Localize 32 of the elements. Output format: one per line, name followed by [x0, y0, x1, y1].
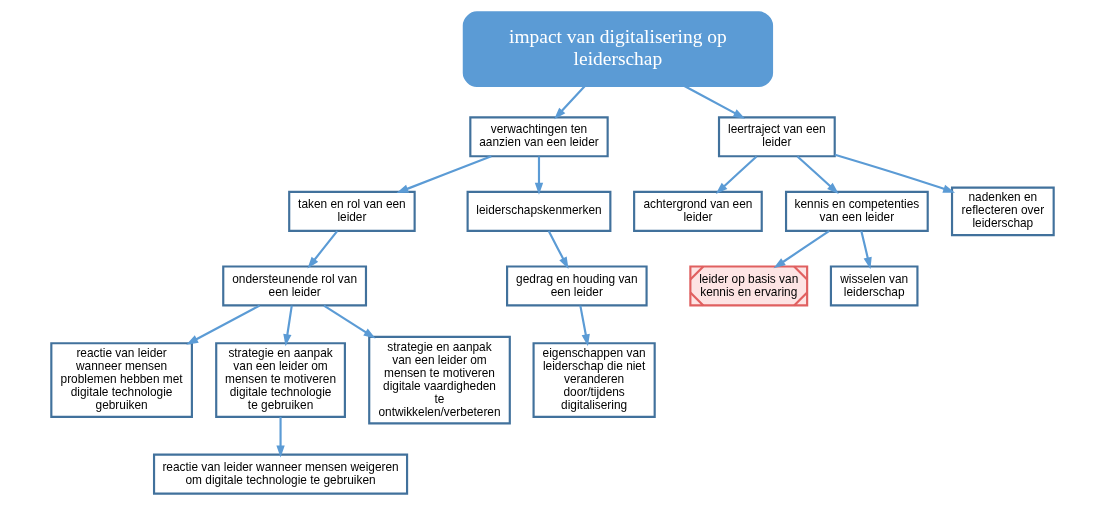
node-box: gedrag en houding van een leider [506, 265, 648, 307]
node-box: strategie en aanpak van een leider om mensen te motiveren digitale vaardigheden te ontwikkelen/verbeteren [368, 335, 511, 425]
node-box: impact van digitalisering op leiderschap [462, 11, 774, 87]
arrow [534, 156, 544, 195]
arrow [186, 304, 261, 345]
arrow [547, 230, 569, 269]
node-box: reactie van leider wanneer mensen weigeren om digitale technologie te gebruiken [152, 453, 409, 495]
arrow [860, 230, 872, 270]
arrow [715, 155, 758, 194]
node-box: achtergrond van een leider [633, 190, 763, 232]
node-box: verwachtingen ten aanzien van een leider [469, 116, 609, 158]
arrow [283, 305, 293, 347]
arrow [323, 304, 376, 339]
arrow [307, 230, 338, 269]
node-box: kennis en competenties van een leider [784, 190, 929, 232]
arrow [396, 155, 492, 194]
arrow [834, 153, 956, 193]
node-box: nadenken en reflecteren over leiderschap [950, 186, 1055, 237]
node-box: wisselen van leiderschap [829, 265, 919, 307]
node-box: strategie en aanpak van een leider om mensen te motiveren digitale technologie te gebruiken [215, 342, 346, 418]
node-box: leertraject van een leider [717, 116, 836, 158]
arrow [683, 85, 746, 119]
node-box: reactie van leider wanneer mensen problemen hebben met digitale technologie gebruiken [50, 342, 193, 418]
arrow [773, 230, 830, 269]
node-box: eigenschappen van leiderschap die niet veranderen door/tijdens digitalisering [532, 342, 656, 418]
node-box: taken en rol van een leider [288, 190, 416, 232]
node-box: ondersteunende rol van een leider [222, 265, 368, 307]
arrow [554, 85, 586, 120]
arrow [579, 305, 590, 347]
arrow [796, 155, 839, 194]
node-box: leiderschapskenmerken [466, 190, 612, 232]
arrow [276, 416, 285, 458]
